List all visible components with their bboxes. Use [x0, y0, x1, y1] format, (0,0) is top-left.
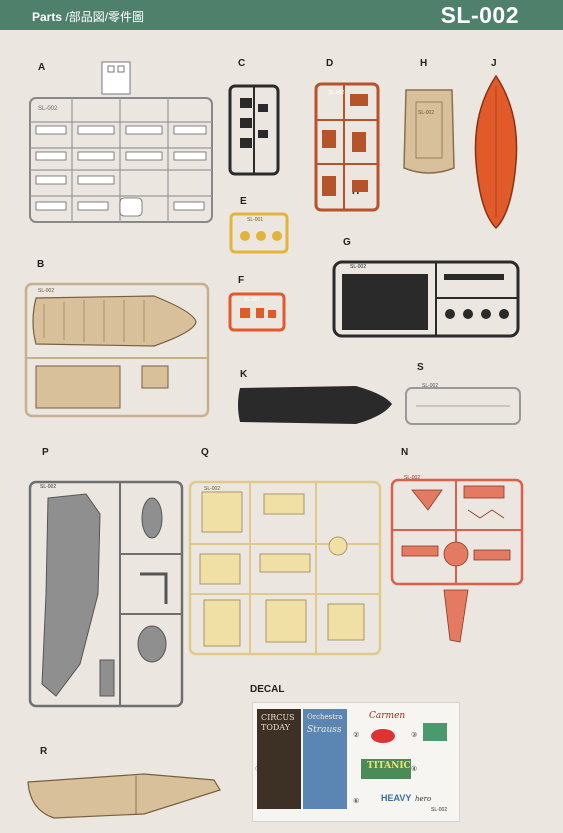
- product-code: SL-002: [440, 2, 519, 28]
- decal-code: SL-002: [431, 807, 448, 813]
- label-n: N: [401, 447, 409, 458]
- decal-lips: [371, 729, 395, 743]
- sprue-f-tag: SL-001: [244, 297, 260, 303]
- sprue-a: SL-002: [29, 61, 213, 223]
- decal-carmen: Carmen: [369, 711, 406, 721]
- sprue-n: SL-002: [390, 475, 524, 643]
- label-f: F: [238, 275, 245, 286]
- label-q: Q: [201, 447, 209, 458]
- svg-text:SL-002: SL-002: [328, 90, 344, 96]
- sprue-s-tag: SL-002: [422, 383, 438, 389]
- decal-titanic-sign: [361, 759, 411, 779]
- label-j: J: [491, 58, 497, 69]
- decal-brand: HEAVY: [381, 793, 412, 803]
- header-parts-title: Parts /部品図/零件圖: [32, 10, 145, 24]
- sprue-d: SL-002: [314, 82, 380, 212]
- sprue-s: SL-002: [405, 383, 521, 425]
- part-k-hull: [238, 386, 392, 424]
- label-s: S: [417, 362, 424, 373]
- label-decal: DECAL: [250, 684, 285, 695]
- label-c: C: [238, 58, 246, 69]
- sprue-g-tag: SL-002: [350, 264, 366, 270]
- part-h-tag: SL-002: [418, 110, 434, 116]
- part-r: [27, 773, 221, 819]
- label-k: K: [240, 369, 248, 380]
- sprue-a-tag: SL-002: [38, 106, 58, 112]
- sprue-p-tag: SL-002: [40, 484, 56, 490]
- sprue-q-tag: SL-002: [204, 486, 220, 492]
- sprue-e: SL-001: [229, 212, 289, 254]
- sprue-p: SL-002: [28, 480, 184, 708]
- sprue-c: [228, 84, 280, 176]
- sprue-b: SL-002: [24, 282, 210, 418]
- sprue-g: SL-002: [332, 260, 520, 338]
- label-h: H: [420, 58, 428, 69]
- part-j-hull: [474, 74, 518, 230]
- label-p: P: [42, 447, 49, 458]
- decal-poster-2: [303, 709, 347, 809]
- label-r: R: [40, 746, 48, 757]
- label-e: E: [240, 196, 247, 207]
- label-d: D: [326, 58, 334, 69]
- part-h-deck: SL-002: [403, 89, 455, 174]
- sprue-n-tag: SL-002: [404, 475, 420, 481]
- label-g: G: [343, 237, 351, 248]
- decal-sheet: CIRCUS TODAY Orchestra Strauss Carmen TI…: [252, 702, 460, 822]
- sprue-b-tag: SL-002: [38, 288, 54, 294]
- decal-poster-1: [257, 709, 301, 809]
- label-a: A: [38, 62, 46, 73]
- decal-sign: [423, 723, 447, 741]
- sprue-f: SL-001: [228, 292, 286, 332]
- label-b: B: [37, 259, 45, 270]
- sprue-q: SL-002: [188, 480, 382, 656]
- sprue-e-tag: SL-001: [247, 217, 263, 223]
- header-bar: Parts /部品図/零件圖 SL-002: [0, 0, 563, 30]
